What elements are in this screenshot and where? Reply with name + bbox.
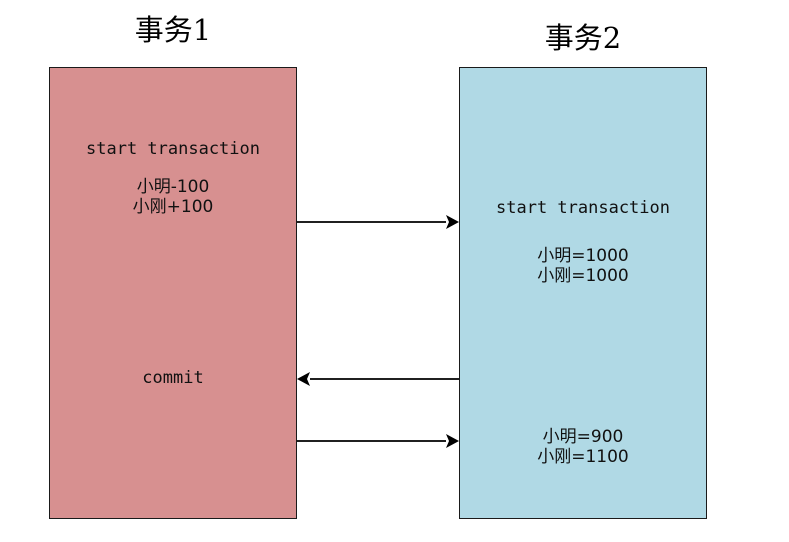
transaction2-after-line-2: 小刚=1100 <box>537 446 629 467</box>
transaction2-before-line-1: 小明=1000 <box>537 246 629 266</box>
arrow-tx2-to-tx1-middle-head <box>297 372 310 386</box>
transaction1-operations: 小明-100 小刚+100 <box>49 177 297 217</box>
arrow-tx1-to-tx2-bottom-head <box>446 434 459 448</box>
transaction1-box <box>49 67 297 519</box>
transaction1-commit-statement: commit <box>142 368 204 388</box>
transaction1-op-line-1: 小明-100 <box>136 177 210 197</box>
transaction1-start-statement: start transaction <box>86 139 260 159</box>
transaction1-title: 事务1 <box>134 13 212 47</box>
transaction2-start-statement: start transaction <box>496 198 670 218</box>
transaction2-box <box>459 67 707 519</box>
transaction2-title: 事务2 <box>544 21 622 55</box>
transaction2-balances-after: 小明=900 小刚=1100 <box>459 427 707 467</box>
transaction1-op-line-2: 小刚+100 <box>132 196 214 217</box>
transaction2-before-line-2: 小刚=1000 <box>537 265 629 286</box>
transaction2-balances-before: 小明=1000 小刚=1000 <box>459 246 707 286</box>
arrow-tx1-to-tx2-top-head <box>446 215 459 229</box>
arrow-group <box>297 215 459 448</box>
transaction2-after-line-1: 小明=900 <box>542 427 624 447</box>
